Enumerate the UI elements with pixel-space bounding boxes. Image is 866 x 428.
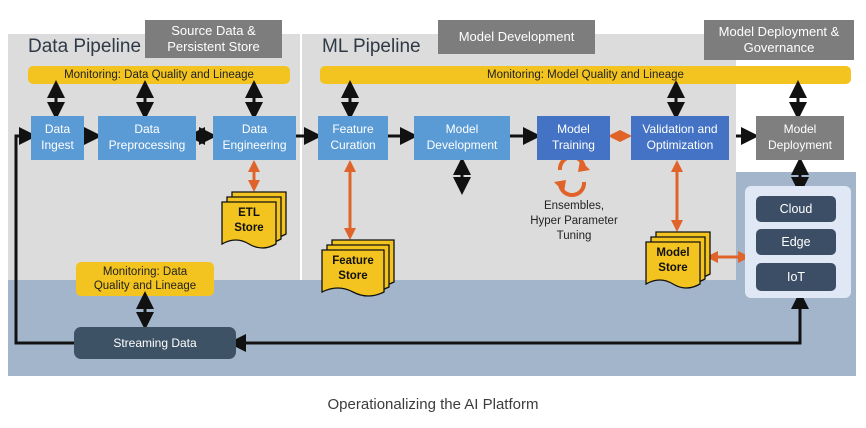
model-deployment-tag: Model Deployment & Governance [704,20,854,60]
feature-curation-box[interactable]: Feature Curation [318,116,388,160]
edge-target[interactable]: Edge [756,229,836,255]
data-ingest-box[interactable]: Data Ingest [31,116,84,160]
streaming-data-pipe[interactable]: Streaming Data [74,327,236,359]
monitoring-model-quality-bar: Monitoring: Model Quality and Lineage [320,66,851,84]
validation-optimization-box[interactable]: Validation and Optimization [631,116,729,160]
training-note: Ensembles, Hyper Parameter Tuning [530,200,618,242]
ml-pipeline-title: ML Pipeline [322,36,421,57]
monitoring-data-quality-bar: Monitoring: Data Quality and Lineage [28,66,290,84]
data-pipeline-title: Data Pipeline [28,36,142,57]
model-deployment-box[interactable]: Model Deployment [756,116,844,160]
etl-store-stack[interactable] [218,190,290,250]
monitoring-streaming-bar: Monitoring: Data Quality and Lineage [76,262,214,296]
feature-store-stack[interactable] [318,238,398,298]
model-development-box[interactable]: Model Development [414,116,510,160]
cloud-target[interactable]: Cloud [756,196,836,222]
model-store-stack[interactable] [642,230,714,290]
model-training-box[interactable]: Model Training [537,116,610,160]
data-preprocessing-box[interactable]: Data Preprocessing [98,116,196,160]
feature-store-label: Feature Store [332,255,374,282]
data-engineering-box[interactable]: Data Engineering [213,116,296,160]
model-store-label: Model Store [656,247,690,274]
figure-caption: Operationalizing the AI Platform [327,396,539,413]
source-data-tag: Source Data & Persistent Store [145,20,282,58]
stream-loop-left [14,127,76,345]
etl-store-label: ETL Store [234,207,264,234]
iot-target[interactable]: IoT [756,263,836,291]
stream-loop-right [228,291,809,352]
model-development-tag: Model Development [438,20,595,54]
